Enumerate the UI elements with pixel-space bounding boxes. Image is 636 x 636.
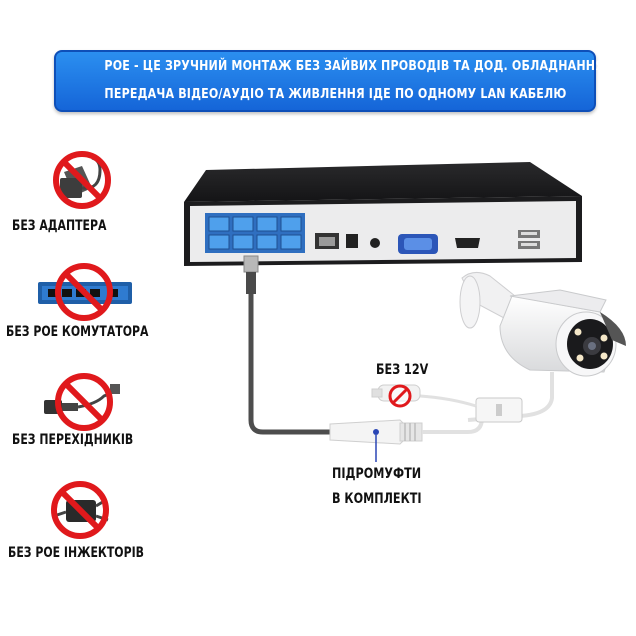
banner-line-1: POE - ЦЕ ЗРУЧНИЙ МОНТАЖ БЕЗ ЗАЙВИХ ПРОВО…	[104, 58, 604, 74]
side-label-no-poe-switch: БЕЗ POE КОМУТАТОРА	[6, 324, 149, 340]
vga-port	[398, 234, 438, 254]
bullet-camera	[459, 272, 626, 377]
usb-ports	[518, 230, 540, 249]
prohibition-icon	[53, 151, 111, 209]
hdmi-port	[455, 238, 480, 248]
lan-port	[315, 233, 339, 249]
no-12v-prohibition-icon	[388, 384, 412, 408]
camera-junction	[475, 397, 523, 423]
prohibition-icon	[55, 263, 113, 321]
lan-cable	[243, 255, 332, 435]
side-label-no-adapters: БЕЗ ПЕРЕХІДНИКІВ	[12, 432, 134, 448]
couplers-label-line-2: В КОМПЛЕКТІ	[332, 491, 422, 507]
poe-ports	[205, 213, 305, 253]
prohibition-icon	[55, 373, 113, 431]
side-label-no-adapter: БЕЗ АДАПТЕРА	[12, 218, 107, 234]
side-label-no-poe-injectors: БЕЗ POE ІНЖЕКТОРІВ	[8, 545, 144, 561]
prohibition-icon	[51, 481, 109, 539]
nvr-recorder	[184, 162, 582, 266]
audio-port	[370, 238, 380, 248]
couplers-label-line-1: ПІДРОМУФТИ	[332, 466, 422, 482]
info-banner: POE - ЦЕ ЗРУЧНИЙ МОНТАЖ БЕЗ ЗАЙВИХ ПРОВО…	[54, 50, 604, 112]
banner-line-2: ПЕРЕДАЧА ВІДЕО/АУДІО ТА ЖИВЛЕННЯ ІДЕ ПО …	[104, 86, 567, 102]
dc-jack	[346, 234, 358, 248]
no-12v-label: БЕЗ 12V	[376, 362, 429, 378]
waterproof-coupler	[329, 419, 423, 445]
